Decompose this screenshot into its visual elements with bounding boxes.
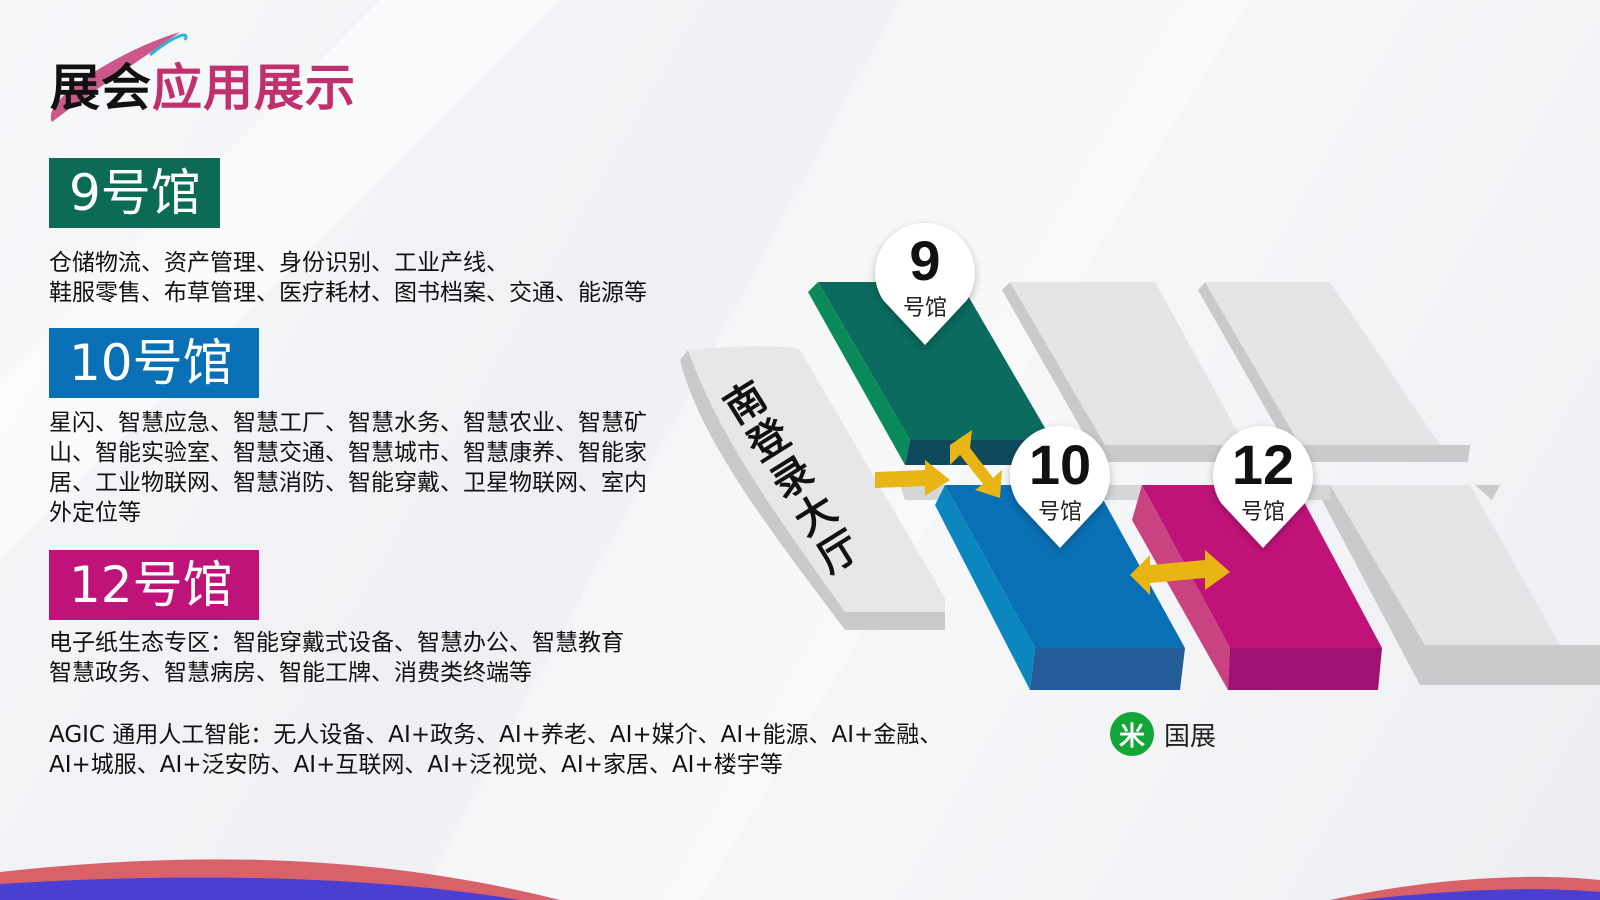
location-pins: [875, 222, 1313, 548]
arrow-lobby-to-9: [875, 460, 950, 496]
pin-12-label: 号馆: [1240, 500, 1285, 525]
hall-10-block: [935, 485, 1185, 690]
pin-hall-10: [1010, 425, 1110, 548]
page-title: 展会应用展示: [50, 59, 356, 117]
hall-12-description: 电子纸生态专区：智能穿戴式设备、智慧办公、智慧教育 智慧政务、智慧病房、智能工牌…: [49, 630, 624, 686]
metro-logo-icon: 米: [1110, 712, 1154, 756]
hall-10-tag: 10号馆: [49, 328, 259, 398]
pin-10-number: 10: [1028, 433, 1092, 496]
pin-12-number: 12: [1231, 433, 1295, 496]
agic-description: AGIC 通用人工智能：无人设备、AI+政务、AI+养老、AI+媒介、AI+能源…: [49, 722, 943, 778]
hall-9-description: 仓储物流、资产管理、身份识别、工业产线、 鞋服零售、布草管理、医疗耗材、图书档案…: [49, 250, 647, 306]
hall-9-tag: 9号馆: [49, 158, 220, 228]
hall-10-description: 星闪、智慧应急、智慧工厂、智慧水务、智慧农业、智慧矿 山、智能实验室、智慧交通、…: [49, 410, 647, 526]
pin-10-label: 号馆: [1037, 500, 1082, 525]
lobby-block: [680, 346, 945, 630]
bottom-wave-blue: [0, 877, 520, 900]
hall-12-tag: 12号馆: [49, 550, 259, 620]
flow-arrows: [875, 430, 1230, 595]
pin-hall-9: [875, 222, 975, 345]
logo-text: 国展: [1164, 721, 1217, 752]
pin-9-number: 9: [909, 229, 941, 292]
arrow-9-to-10: [950, 430, 1002, 498]
pin-9-label: 号馆: [902, 296, 947, 321]
hall-12-block: [1132, 485, 1382, 690]
title-swoosh: [50, 32, 181, 122]
guozhan-logo: 米 国展: [1110, 712, 1216, 756]
arrow-10-to-12: [1130, 550, 1230, 595]
pin-hall-12: [1212, 425, 1313, 548]
